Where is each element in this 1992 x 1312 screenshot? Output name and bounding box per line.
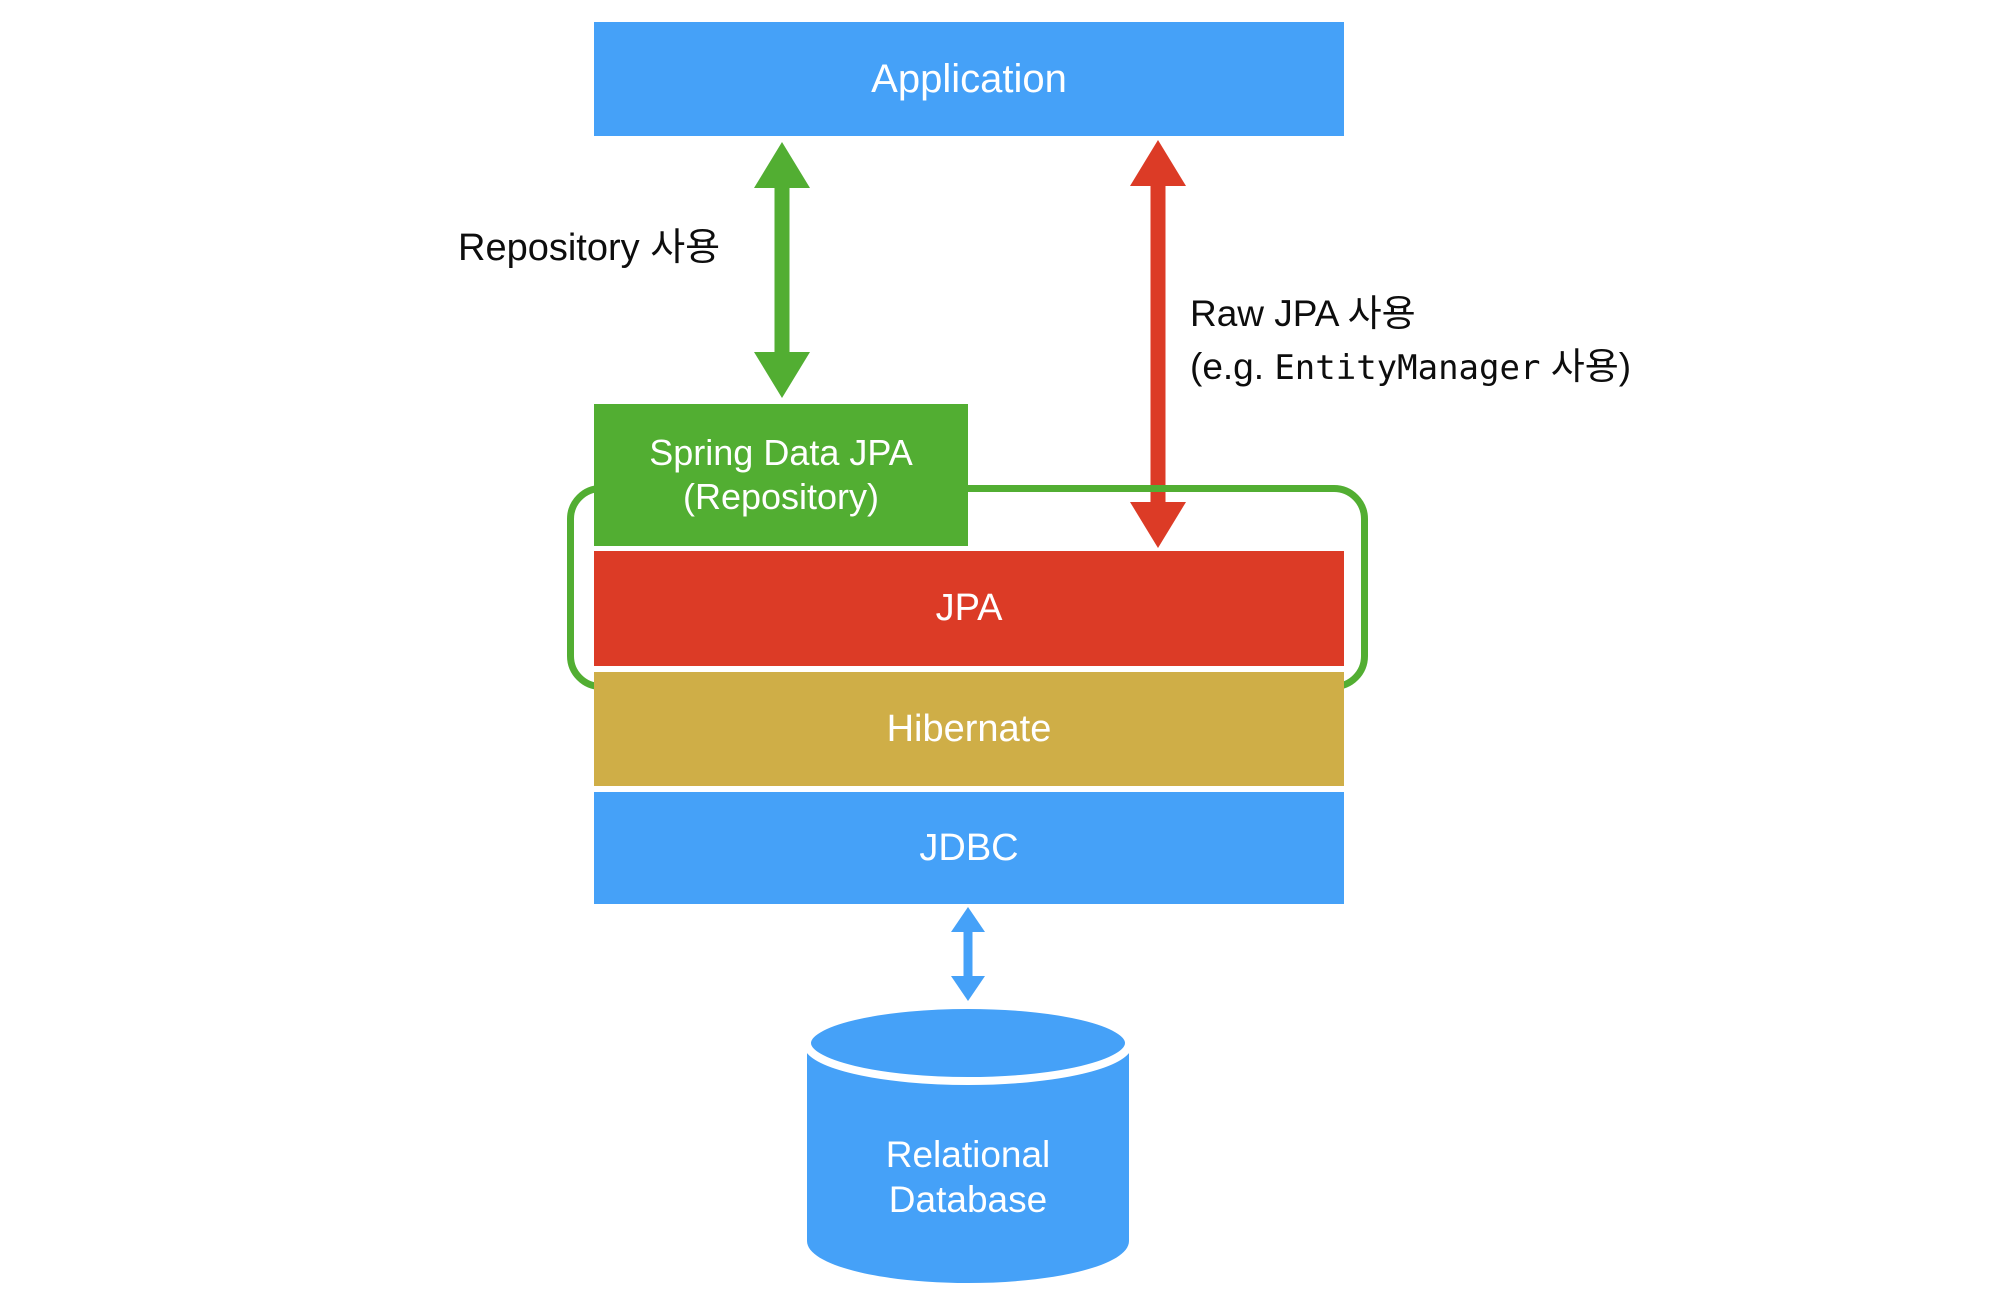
box-jpa[interactable]: JPA — [594, 551, 1344, 666]
green-double-arrow-icon — [754, 142, 810, 398]
box-spring-data-jpa[interactable]: Spring Data JPA (Repository) — [594, 404, 968, 546]
label-raw-jpa-line1: Raw JPA 사용 — [1190, 293, 1416, 334]
red-double-arrow-icon — [1130, 140, 1186, 548]
label-repository-usage: Repository 사용 — [458, 227, 721, 269]
label-relational-database: Relational Database — [885, 1134, 1051, 1221]
box-jdbc[interactable]: JDBC — [594, 792, 1344, 904]
label-raw-jpa-usage: Raw JPA 사용 (e.g. EntityManager 사용) — [1190, 288, 1631, 393]
label-raw-jpa-line2-prefix: (e.g. — [1190, 345, 1275, 387]
label-raw-jpa-line2: (e.g. EntityManager 사용) — [1190, 341, 1631, 394]
database-cylinder-icon[interactable] — [805, 1003, 1131, 1285]
blue-double-arrow-icon — [951, 907, 985, 1001]
box-hibernate[interactable]: Hibernate — [594, 672, 1344, 786]
label-entity-manager: EntityManager — [1274, 347, 1541, 388]
label-raw-jpa-line2-suffix: 사용) — [1540, 345, 1632, 387]
box-application[interactable]: Application — [594, 22, 1344, 136]
